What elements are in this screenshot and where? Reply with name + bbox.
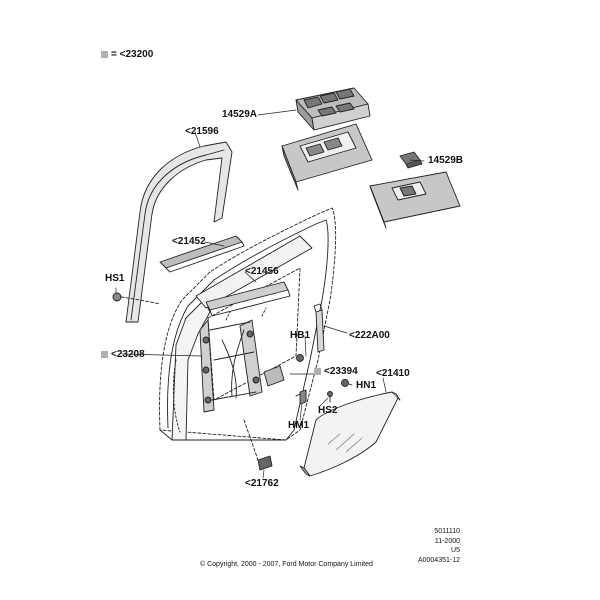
reference-line-1: 5011110: [434, 528, 460, 535]
label-hm1: HM1: [288, 420, 310, 431]
label-21596: <21596: [185, 126, 219, 137]
reference-line-2: 11-2000: [434, 537, 460, 545]
label-21410: <21410: [376, 368, 410, 379]
door-inner-panel: [159, 207, 337, 441]
screw-hs1: [112, 292, 161, 305]
label-23208: <23208: [101, 349, 145, 361]
stud-hm1: [295, 389, 307, 405]
reference-line-3: U5: [451, 547, 460, 554]
label-21456: <21456: [245, 266, 279, 277]
belt-weatherstrip-inner: [205, 281, 291, 317]
label-23208-text: <23208: [111, 349, 145, 360]
label-hn1: HN1: [356, 380, 377, 391]
label-21762: <21762: [245, 478, 279, 489]
label-21452: <21452: [172, 236, 206, 247]
label-hb1: HB1: [290, 330, 311, 341]
lower-bracket: [243, 419, 273, 471]
door-window-glass: [299, 391, 401, 477]
window-regulator: [199, 307, 285, 413]
nut-hn1: [341, 379, 349, 387]
reference-line-4: A0004351-12: [417, 556, 460, 564]
label-14529b: 14529B: [428, 155, 464, 166]
legend-swatch: [101, 51, 108, 58]
label-222a00: <222A00: [349, 330, 390, 341]
glass-run-channel: [125, 141, 233, 323]
label-14529a: 14529A: [222, 109, 258, 120]
reference-block: 5011110 11-2000 U5 A0004351-12: [400, 527, 460, 565]
label-23208-swatch: [101, 351, 108, 358]
copyright-notice: © Copyright, 2000 - 2007, Ford Motor Com…: [200, 561, 373, 568]
label-23394-swatch: [314, 368, 321, 375]
legend-text: = <23200: [111, 49, 154, 60]
bolt-hb1: [296, 354, 304, 362]
label-23394-text: <23394: [324, 366, 358, 377]
label-23394: <23394: [314, 366, 358, 378]
label-hs1: HS1: [105, 273, 125, 284]
window-switch: [295, 87, 371, 131]
rear-glass-channel: [313, 303, 325, 353]
mirror-switch: [399, 151, 423, 169]
legend: = <23200: [101, 49, 153, 61]
label-hs2: HS2: [318, 405, 338, 416]
trim-bezel-rear: [369, 171, 461, 229]
screw-hs2: [327, 391, 333, 403]
switch-bezel: [281, 123, 373, 191]
belt-weatherstrip-outer: [159, 235, 245, 273]
